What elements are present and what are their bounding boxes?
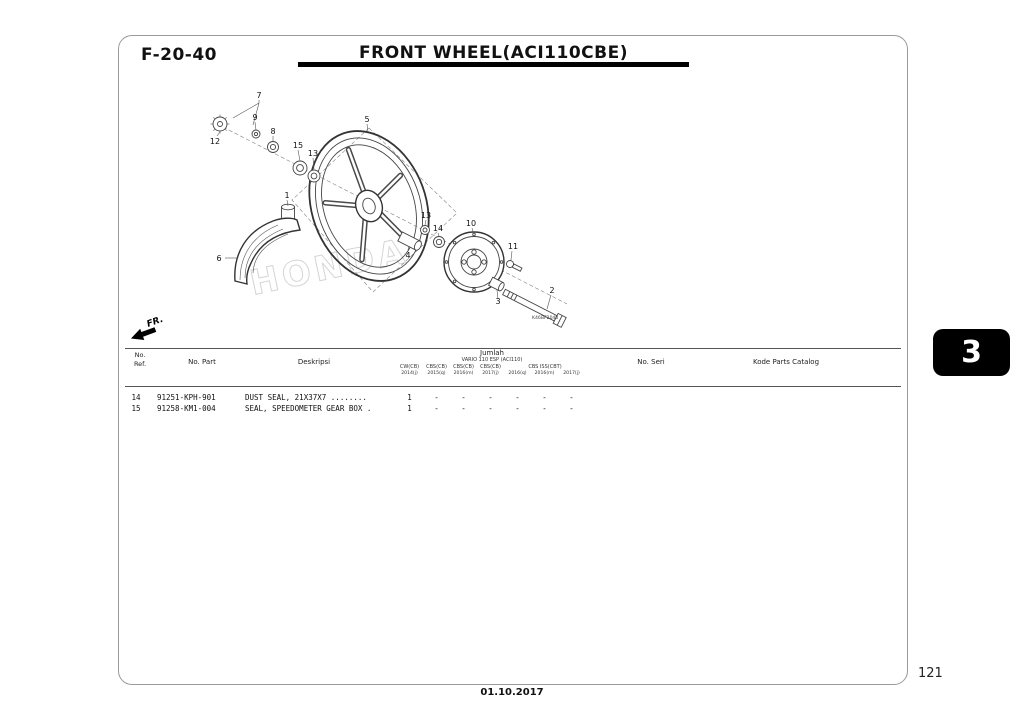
- variant-1: CBS(CB): [426, 364, 447, 370]
- parts-table: No. Ref. No. Part Deskripsi Jumlah VARIO…: [119, 36, 907, 684]
- parts-diagram: HONDA: [130, 91, 568, 341]
- disc-bolt-part: [506, 260, 523, 272]
- cell-part: 91258-KM1-004: [157, 404, 216, 413]
- callout-12: 12: [210, 137, 220, 146]
- page-number: 121: [918, 666, 943, 681]
- cell-part: 91251-KPH-901: [157, 393, 216, 402]
- callout-2: 2: [549, 286, 554, 295]
- cell-qty: -: [569, 393, 574, 402]
- col-header-kode-parts-catalog: Kode Parts Catalog: [752, 358, 820, 366]
- cell-qty: -: [542, 393, 547, 402]
- year-1: 2015(q): [427, 371, 446, 376]
- footer-date: 01.10.2017: [480, 687, 544, 698]
- seal-14-part: [433, 236, 445, 248]
- chapter-tab[interactable]: 3: [933, 329, 1010, 376]
- cell-qty: -: [488, 393, 493, 402]
- col-header-no: No.: [134, 351, 146, 359]
- table-rule-bottom: [125, 386, 901, 387]
- leader-lines: [216, 121, 552, 310]
- table-row: 15 91258-KM1-004 SEAL, SPEEDOMETER GEAR …: [119, 404, 907, 415]
- callout-3: 3: [495, 297, 500, 306]
- year-2: 2016(m): [453, 371, 474, 376]
- cell-qty: -: [434, 393, 439, 402]
- cell-qty: -: [515, 404, 520, 413]
- year-0: 2014(j): [401, 371, 418, 376]
- section-code: F-20-40: [141, 45, 218, 65]
- year-6: 2017(j): [563, 371, 580, 376]
- col-header-deskripsi: Deskripsi: [297, 358, 331, 366]
- cell-desc: SEAL, SPEEDOMETER GEAR BOX .: [245, 404, 372, 413]
- col-header-no-seri: No. Seri: [637, 358, 665, 366]
- callout-13b: 13: [421, 211, 431, 220]
- callout-11: 11: [508, 242, 518, 251]
- callout-15: 15: [293, 141, 303, 150]
- dust-seal-left-part: [307, 169, 321, 183]
- callout-8: 8: [270, 127, 275, 136]
- cell-qty: 1: [407, 393, 412, 402]
- front-axle-part: [502, 288, 567, 328]
- callout-13a: 13: [308, 149, 318, 158]
- cell-ref: 14: [131, 393, 141, 402]
- cell-qty: -: [461, 404, 466, 413]
- callout-7: 7: [256, 91, 261, 100]
- cell-qty: -: [461, 393, 466, 402]
- axle-collar-part: [488, 276, 505, 292]
- callout-14: 14: [433, 224, 443, 233]
- variant-3: CBS(CB): [480, 364, 501, 370]
- construction-lines: [222, 100, 568, 305]
- speedometer-gear-part: [210, 114, 230, 134]
- year-3: 2017(j): [482, 371, 499, 376]
- cell-qty: -: [569, 404, 574, 413]
- jumlah-model-label: VARIO 110 ESP (ACI110): [461, 357, 523, 363]
- cell-ref: 15: [131, 404, 141, 413]
- callout-1: 1: [284, 191, 289, 200]
- variant-4: CBS ISS(CBT): [528, 364, 562, 370]
- callout-9: 9: [252, 113, 257, 122]
- col-header-jumlah: Jumlah: [480, 349, 504, 357]
- callout-10: 10: [466, 219, 476, 228]
- title-underline: [298, 62, 689, 67]
- col-header-ref: Ref.: [133, 360, 147, 368]
- cell-qty: 1: [407, 404, 412, 413]
- callout-4: 4: [405, 251, 410, 260]
- callout-6: 6: [216, 254, 221, 263]
- dust-seal-right-part: [420, 225, 430, 235]
- content-frame: F-20-40 FRONT WHEEL(ACI110CBE) HONDA: [118, 35, 908, 685]
- page-title: FRONT WHEEL(ACI110CBE): [359, 43, 628, 63]
- variant-0: CW(CB): [399, 364, 420, 370]
- cell-qty: -: [515, 393, 520, 402]
- cell-qty: -: [434, 404, 439, 413]
- callout-labels: 7 12 9 8 15 13 5 1 6 4 13 14 10 11 3 2: [210, 91, 555, 306]
- hub-spacer-part: [397, 231, 422, 251]
- variant-2: CBS(CB): [453, 364, 474, 370]
- ring-part: [267, 141, 279, 153]
- callout-5: 5: [364, 115, 369, 124]
- col-header-no-part: No. Part: [188, 358, 216, 366]
- cell-desc: DUST SEAL, 21X37X7 ........: [245, 393, 367, 402]
- brake-disc-part: [443, 231, 505, 293]
- cover-part: [234, 217, 301, 285]
- diagram-ref-code: K46BF2040: [532, 315, 558, 321]
- cell-qty: -: [488, 404, 493, 413]
- table-rule-top: [125, 348, 901, 349]
- year-5: 2016(m): [534, 371, 555, 376]
- cell-qty: -: [542, 404, 547, 413]
- table-row: 14 91251-KPH-901 DUST SEAL, 21X37X7 ....…: [119, 393, 907, 404]
- year-4: 2016(q): [508, 371, 527, 376]
